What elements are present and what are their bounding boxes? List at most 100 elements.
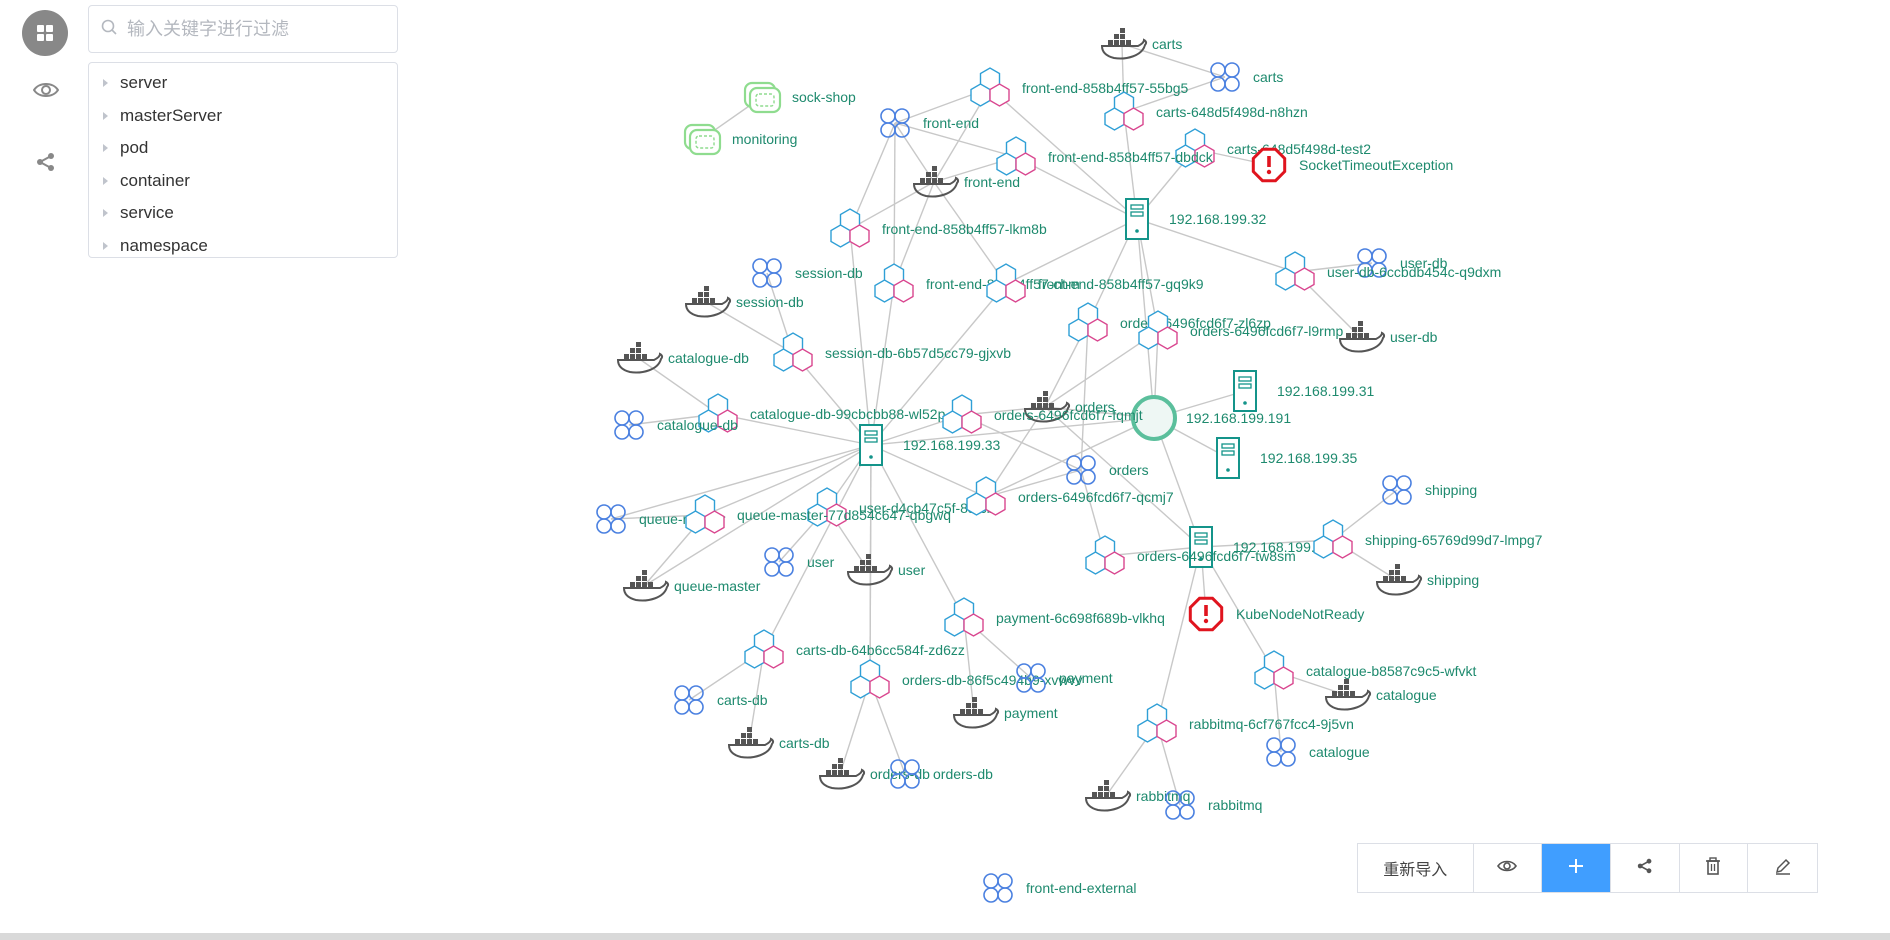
- graph-node-service[interactable]: user-db: [1357, 248, 1448, 278]
- graph-node-pod[interactable]: orders-6496fcd6f7-qcmj7: [966, 476, 1174, 516]
- graph-node-container[interactable]: catalogue: [1324, 679, 1437, 711]
- graph-node-server[interactable]: 192.168.199.35: [1216, 437, 1358, 479]
- graph-node-container[interactable]: session-db: [684, 286, 804, 318]
- graph-node-container[interactable]: shipping: [1375, 564, 1479, 596]
- graph-node-pod[interactable]: front-end-858b4ff57-lkm8b: [830, 208, 1047, 248]
- eye-icon[interactable]: [32, 80, 60, 100]
- graph-node-namespace[interactable]: sock-shop: [743, 81, 856, 114]
- graph-node-pod[interactable]: carts-db-64b6cc584f-zd6zz: [744, 629, 965, 669]
- trash-icon: [1705, 856, 1721, 880]
- graph-node-server[interactable]: 192.168.199.31: [1233, 370, 1375, 412]
- node-label: front-end-858b4ff57-55bg5: [1022, 80, 1189, 96]
- graph-node-pod[interactable]: carts-648d5f498d-test2: [1175, 128, 1371, 168]
- graph-node-service[interactable]: user: [764, 547, 835, 577]
- graph-node-pod[interactable]: front-end-858b4ff57-dbdck: [996, 136, 1214, 176]
- bottom-scrollbar[interactable]: [0, 933, 1890, 940]
- graph-node-pod[interactable]: user-d4cb47c5f-8srcb: [807, 487, 995, 527]
- graph-edge: [717, 413, 872, 446]
- graph-node-namespace[interactable]: monitoring: [683, 123, 797, 156]
- graph-node-service[interactable]: front-end: [880, 108, 979, 138]
- graph-node-service[interactable]: carts-db: [674, 685, 768, 715]
- filter-search-box[interactable]: [88, 5, 398, 53]
- graph-node-service[interactable]: carts: [1210, 62, 1283, 92]
- node-label: sock-shop: [792, 89, 856, 105]
- graph-node-pod[interactable]: payment-6c698f689b-vlkhq: [944, 597, 1165, 637]
- alert-icon: [1251, 147, 1287, 183]
- view-button[interactable]: [1474, 844, 1543, 892]
- graph-node-server[interactable]: 192.168.199.32: [1125, 198, 1267, 240]
- service-icon: [764, 547, 794, 577]
- graph-node-service[interactable]: session-db: [752, 258, 863, 288]
- pod-icon: [1085, 535, 1125, 575]
- service-icon: [983, 873, 1013, 903]
- tree-item-server[interactable]: server: [89, 67, 397, 100]
- graph-node-service[interactable]: front-end-external: [983, 873, 1137, 903]
- graph-node-pod[interactable]: rabbitmq-6cf767fcc4-9j5vn: [1137, 703, 1354, 743]
- graph-node-pod[interactable]: session-db-6b57d5cc79-gjxvb: [773, 332, 1011, 372]
- graph-node-pod[interactable]: orders-6496fcd6f7-fqmjt: [942, 394, 1143, 434]
- container-icon: [846, 554, 894, 586]
- graph-edge: [849, 122, 896, 230]
- graph-node-service[interactable]: orders: [1066, 455, 1149, 485]
- graph-node-container[interactable]: catalogue-db: [616, 342, 749, 374]
- tree-item-namespace[interactable]: namespace: [89, 230, 397, 263]
- delete-button[interactable]: [1680, 844, 1749, 892]
- graph-node-service[interactable]: catalogue: [1266, 737, 1370, 767]
- graph-edge: [1123, 76, 1226, 113]
- graph-node-service[interactable]: shipping: [1382, 475, 1477, 505]
- add-node-button[interactable]: [1542, 844, 1611, 892]
- tree-item-container[interactable]: container: [89, 165, 397, 198]
- graph-node-pod[interactable]: front-end-858b4ff57-55bg5: [970, 67, 1189, 107]
- node-label: 192.168.199.34: [1233, 539, 1331, 555]
- graph-node-service[interactable]: rabbitmq: [1165, 790, 1262, 820]
- reimport-button[interactable]: 重新导入: [1358, 844, 1474, 892]
- grid-menu-icon[interactable]: [22, 10, 68, 56]
- graph-node-alert[interactable]: KubeNodeNotReady: [1188, 596, 1364, 632]
- node-label: catalogue: [1376, 687, 1437, 703]
- graph-edge: [989, 87, 1138, 220]
- graph-node-pod[interactable]: orders-6496fcd6f7-tw8sm: [1085, 535, 1296, 575]
- graph-node-server[interactable]: 192.168.199.34: [1189, 526, 1331, 568]
- share-button[interactable]: [1611, 844, 1680, 892]
- graph-node-master[interactable]: 192.168.199.191: [1131, 395, 1291, 441]
- graph-node-pod[interactable]: shipping-65769d99d7-lmpg7: [1313, 519, 1543, 559]
- tree-item-pod[interactable]: pod: [89, 132, 397, 165]
- graph-node-container[interactable]: carts-db: [727, 727, 830, 759]
- graph-node-pod[interactable]: queue-master-77d854c647-qbgwq: [685, 494, 951, 534]
- namespace-icon: [743, 81, 782, 114]
- graph-node-pod[interactable]: catalogue-db-99cbcbb88-wl52p: [698, 393, 946, 433]
- graph-edge: [870, 444, 965, 619]
- graph-node-pod[interactable]: catalogue-b8587c9c5-wfvkt: [1254, 650, 1477, 690]
- graph-node-container[interactable]: payment: [952, 697, 1058, 729]
- eye-icon: [1497, 859, 1518, 878]
- node-label: shipping: [1425, 482, 1477, 498]
- graph-node-container[interactable]: user: [846, 554, 926, 586]
- graph-node-service[interactable]: catalogue-db: [614, 410, 738, 440]
- graph-node-container[interactable]: front-end: [912, 166, 1020, 198]
- graph-node-container[interactable]: user-db: [1338, 321, 1438, 353]
- tree-item-label: container: [120, 170, 190, 190]
- tree-item-service[interactable]: service: [89, 197, 397, 230]
- edit-button[interactable]: [1748, 844, 1817, 892]
- graph-edge: [870, 283, 1007, 446]
- graph-node-service[interactable]: orders-db: [890, 759, 993, 789]
- graph-node-service[interactable]: payment: [1016, 663, 1113, 693]
- pod-icon: [1137, 703, 1177, 743]
- graph-node-container[interactable]: orders: [1023, 391, 1115, 423]
- graph-node-pod[interactable]: carts-648d5f498d-n8hzn: [1104, 91, 1308, 131]
- graph-node-container[interactable]: queue-master: [622, 570, 761, 602]
- server-icon: [859, 424, 883, 466]
- graph-node-pod[interactable]: user-db-6ccbdb454c-q9dxm: [1275, 251, 1501, 291]
- graph-node-container[interactable]: carts: [1100, 28, 1182, 60]
- tree-item-masterserver[interactable]: masterServer: [89, 100, 397, 133]
- graph-node-alert[interactable]: SocketTimeoutException: [1251, 147, 1453, 183]
- graph-node-pod[interactable]: front-end-858b4ff57-gq9k9: [986, 263, 1204, 303]
- search-icon: [101, 19, 117, 40]
- graph-edge: [1121, 43, 1226, 78]
- share-icon[interactable]: [34, 150, 58, 174]
- graph-node-pod[interactable]: orders-db-86f5c494b9-xvwvv: [850, 659, 1083, 699]
- graph-node-pod[interactable]: orders-6496fcd6f7-l9rmp: [1138, 310, 1344, 350]
- graph-node-server[interactable]: 192.168.199.33: [859, 424, 1001, 466]
- search-input[interactable]: [125, 17, 389, 41]
